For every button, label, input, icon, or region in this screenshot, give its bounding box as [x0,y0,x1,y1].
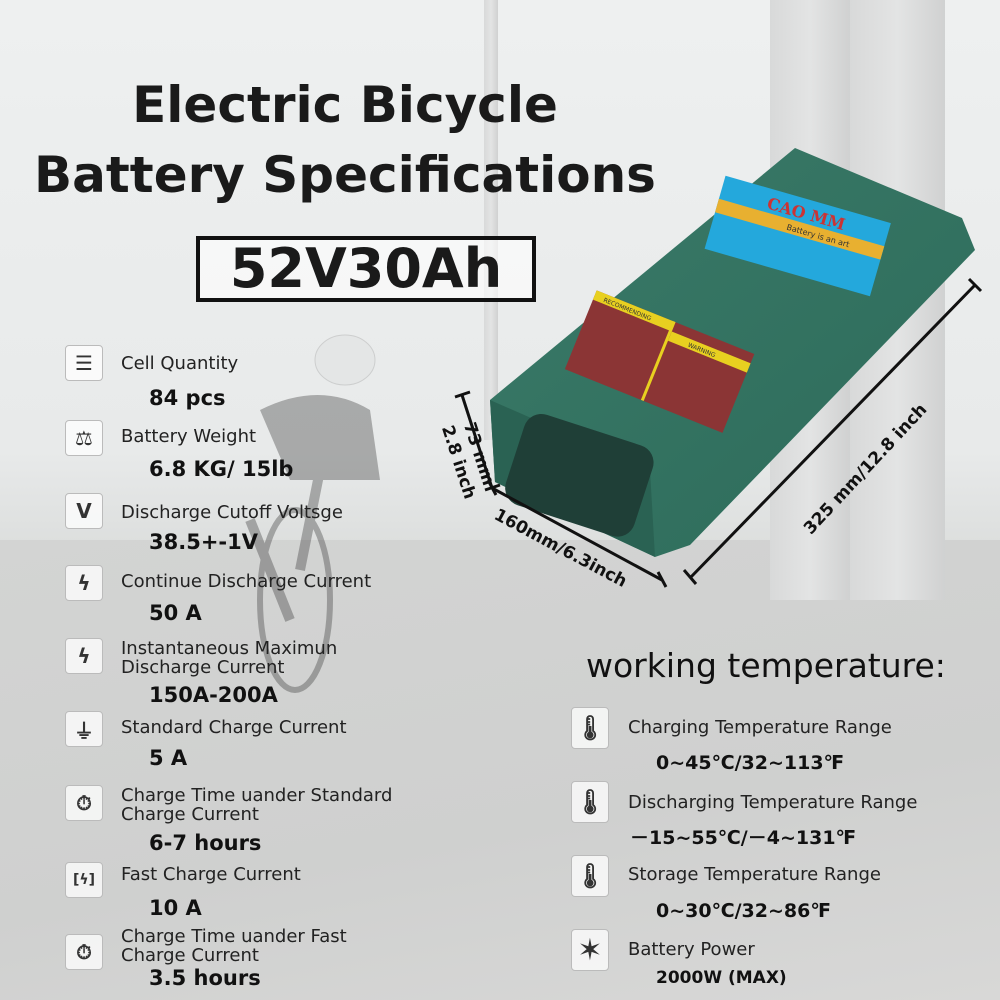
road-background [0,540,1000,1000]
spec-label: Cell Quantity [121,353,239,374]
spec-value: 10 A [149,896,202,920]
timer-icon: ⏱ [65,934,103,970]
lightning-icon: ϟ [65,638,103,674]
background-pole [484,0,498,440]
thermometer-icon: 🌡 [571,781,609,823]
spec-label: Battery Weight [121,426,257,447]
spec-label: Fast Charge Current [121,864,301,885]
spec-value: 5 A [149,746,188,770]
scale-icon: ⚖ [65,420,103,456]
spec-value: 38.5+-1V [149,530,258,554]
title-line1: Electric Bicycle [132,76,558,134]
title-line2: Battery Specifications [34,146,656,204]
temp-value: 2000W (MAX) [656,968,787,988]
working-temperature-heading: working temperature: [586,646,946,685]
spec-value: 6-7 hours [149,831,262,855]
temp-label: Battery Power [628,939,755,960]
temp-label: Storage Temperature Range [628,864,881,885]
temp-value: 0~30℃/32~86℉ [656,900,831,922]
spec-label: Discharge Cutoff Voltsge [121,502,343,523]
temp-value: 0~45℃/32~113℉ [656,752,845,774]
plug-icon: ⏚ [65,711,103,747]
fast-charge-icon: [ϟ] [65,862,103,898]
thermometer-icon: 🌡 [571,707,609,749]
cells-icon: ☰ [65,345,103,381]
spec-label: Charge Time uander Standard Charge Curre… [121,785,393,825]
spec-value: 6.8 KG/ 15lb [149,457,294,481]
thermometer-icon: 🌡 [571,855,609,897]
brand-label: CAO MM Battery is an art [704,175,891,297]
temp-value: －15~55℃/－4~131℉ [630,827,857,849]
dimension-lines [454,277,983,588]
spec-value: 84 pcs [149,386,226,410]
spec-value: 3.5 hours [149,966,261,990]
spec-label: Instantaneous Maximun Discharge Current [121,638,338,678]
star-icon: ✶ [571,929,609,971]
spec-value: 50 A [149,601,202,625]
model-box: 52V30Ah [196,236,536,302]
spec-label: Charge Time uander Fast Charge Current [121,926,347,966]
temp-label: Charging Temperature Range [628,717,892,738]
lightning-icon: ϟ [65,565,103,601]
voltage-icon: V [65,493,103,529]
temp-label: Discharging Temperature Range [628,792,918,813]
timer-icon: ⏱ [65,785,103,821]
warning-label: RECOMMENDING WARNING [564,290,755,433]
cyclist-background [245,334,380,693]
spec-value: 150A-200A [149,683,278,707]
spec-label: Standard Charge Current [121,717,347,738]
spec-label: Continue Discharge Current [121,571,372,592]
